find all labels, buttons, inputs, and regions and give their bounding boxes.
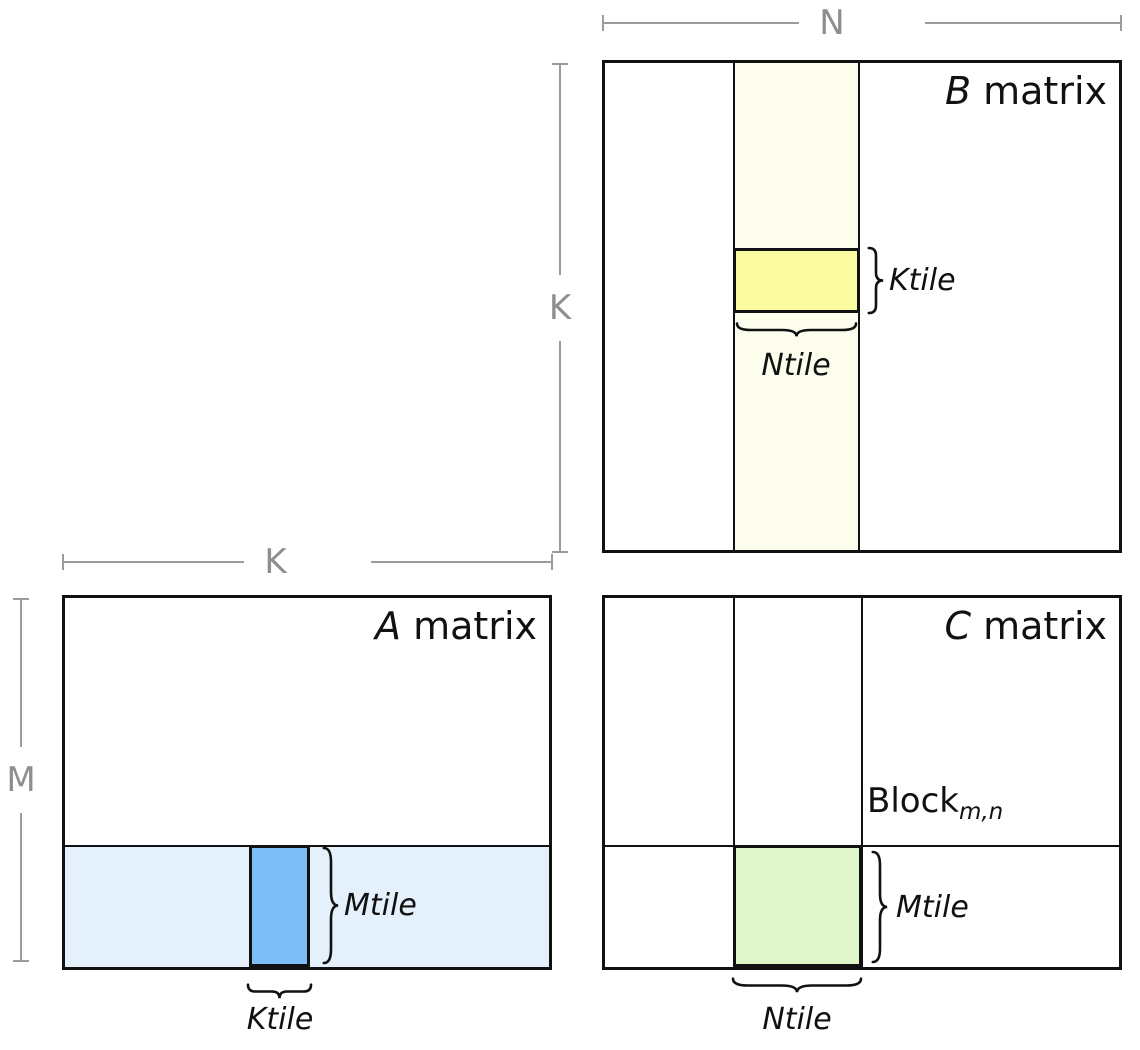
dimension-label-m: M	[6, 760, 36, 800]
b-matrix-letter: B	[944, 69, 972, 113]
block-word: Block	[867, 781, 959, 821]
a-mtile-brace	[322, 848, 340, 963]
b-ntile-brace	[737, 322, 856, 338]
arrow-line	[559, 65, 561, 275]
c-mtile-label: Mtile	[896, 889, 969, 925]
c-ntile-brace	[733, 977, 861, 994]
a-matrix-word: matrix	[401, 604, 537, 648]
b-matrix-word: matrix	[971, 69, 1107, 113]
arrow-end-tick	[551, 554, 554, 570]
a-ktile-brace	[248, 983, 311, 1000]
c-matrix-word: matrix	[971, 604, 1107, 648]
arrow-line	[20, 600, 22, 747]
b-ktile-brace	[867, 248, 885, 313]
arrow-end-tick	[62, 554, 64, 570]
a-ktile-block	[249, 845, 310, 967]
c-matrix-panel: Mtile Blockm,n C matrix	[602, 595, 1122, 970]
a-matrix-panel: Mtile A matrix	[62, 595, 552, 970]
b-ktile-block	[733, 248, 860, 313]
a-ktile-label: Ktile	[246, 1002, 314, 1037]
dimension-label-k: K	[264, 542, 287, 582]
arrow-end-tick	[1120, 15, 1122, 31]
arrow-line	[559, 341, 561, 551]
dimension-arrow-m: M	[6, 598, 36, 962]
dimension-label-n: N	[819, 3, 845, 43]
c-block-tile	[733, 845, 862, 967]
dimension-label-k: K	[548, 288, 572, 328]
arrow-line	[370, 561, 552, 563]
b-matrix-panel: Ktile Ntile B matrix	[602, 60, 1122, 553]
c-column-line-right	[861, 598, 863, 967]
c-mtile-brace	[871, 852, 889, 962]
dimension-arrow-k-horizontal: K	[62, 545, 554, 579]
arrow-line	[604, 22, 800, 24]
c-block-mn-label: Blockm,n	[867, 781, 1004, 825]
c-row-line	[605, 845, 1119, 847]
arrow-line	[20, 813, 22, 960]
arrow-line	[924, 22, 1120, 24]
arrow-end-tick	[552, 63, 568, 65]
a-matrix-title: A matrix	[375, 604, 537, 648]
a-matrix-letter: A	[375, 604, 402, 648]
block-subscript: m,n	[958, 799, 1004, 825]
c-ntile-label: Ntile	[762, 1002, 832, 1037]
arrow-line	[64, 561, 245, 563]
arrow-end-tick	[13, 960, 29, 962]
a-mtile-label: Mtile	[344, 888, 417, 923]
dimension-arrow-n: N	[602, 6, 1122, 40]
arrow-end-tick	[552, 551, 568, 553]
dimension-arrow-k-vertical: K	[548, 63, 572, 553]
c-matrix-title: C matrix	[944, 604, 1108, 648]
b-matrix-title: B matrix	[944, 69, 1107, 113]
b-ntile-label: Ntile	[761, 348, 831, 383]
c-column-line-left	[733, 598, 735, 967]
c-matrix-letter: C	[944, 604, 972, 648]
b-ktile-label: Ktile	[889, 263, 956, 298]
arrow-end-tick	[602, 15, 604, 31]
arrow-end-tick	[13, 598, 29, 600]
